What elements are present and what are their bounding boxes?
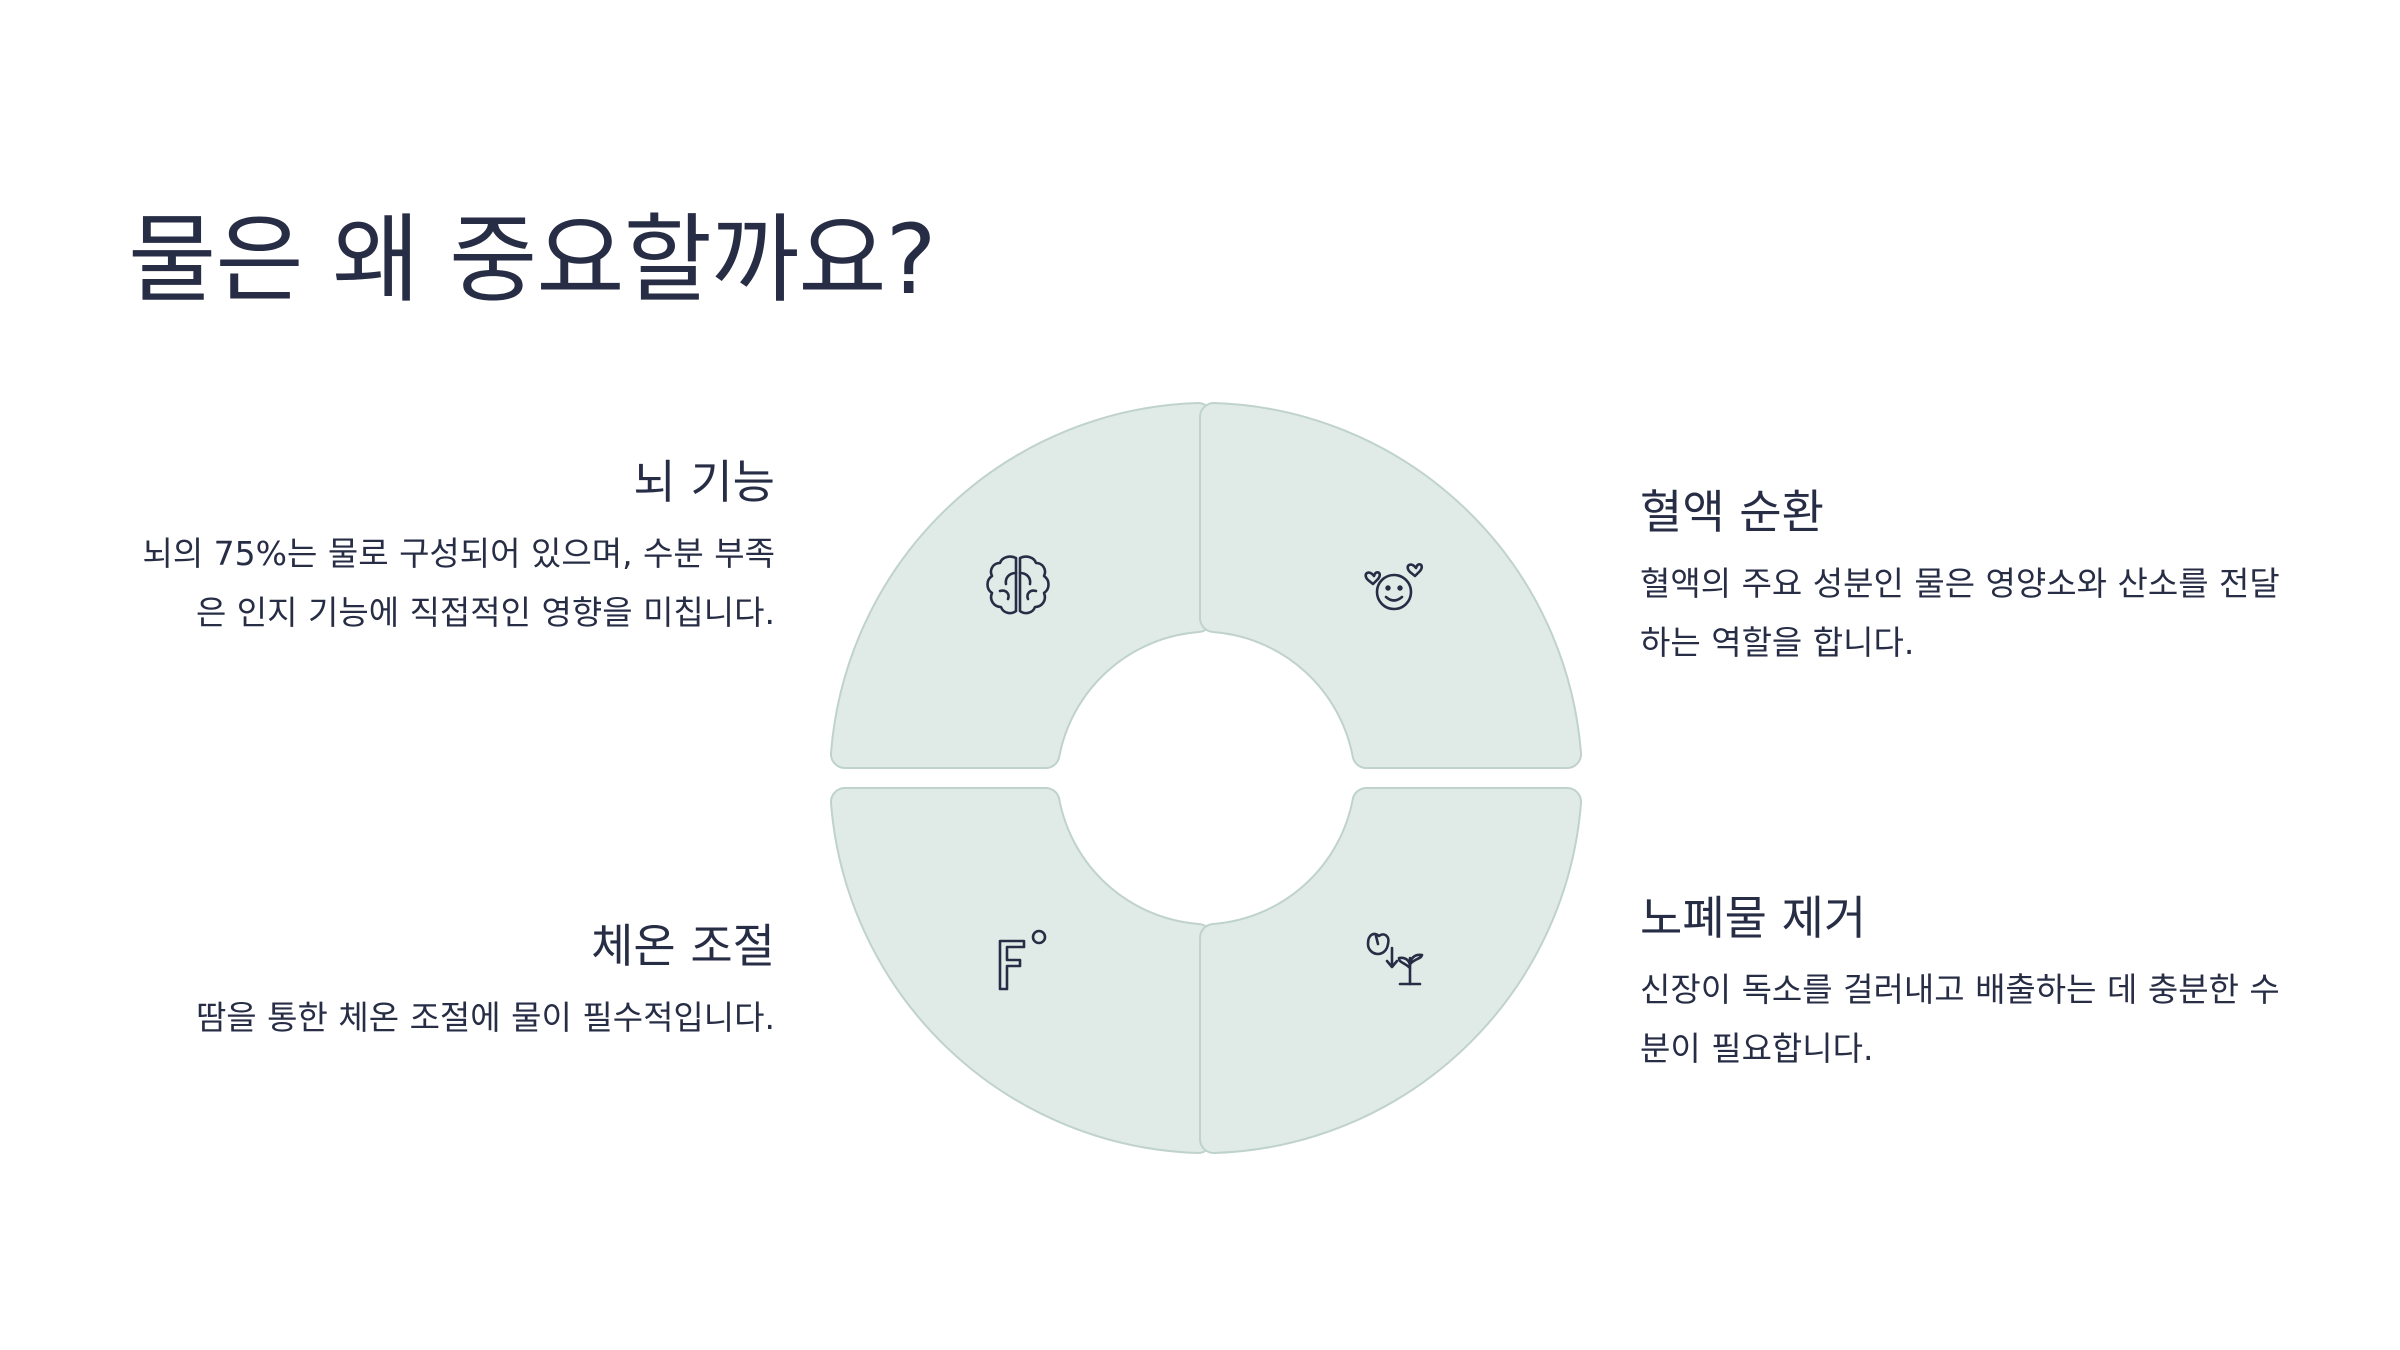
brain-function-description: 뇌의 75%는 물로 구성되어 있으며, 수분 부족은 인지 기능에 직접적인 … <box>142 534 775 632</box>
quadrant-bottom-left <box>829 786 1214 1155</box>
quadrant-top-right <box>1198 401 1583 770</box>
detox-sprout-icon <box>1366 932 1424 986</box>
blood-circulation-block: 혈액 순환 혈액의 주요 성분인 물은 영양소와 산소를 전달하는 역할을 합니… <box>1640 482 2290 672</box>
brain-function-heading: 뇌 기능 <box>633 455 775 509</box>
smiley-hearts-icon <box>1364 563 1424 611</box>
waste-removal-heading: 노폐물 제거 <box>1640 891 1867 945</box>
brain-function-block: 뇌 기능 뇌의 75%는 물로 구성되어 있으며, 수분 부족은 인지 기능에 … <box>125 452 775 642</box>
four-quadrant-ring-diagram <box>826 392 1586 1158</box>
temperature-regulation-description: 땀을 통한 체온 조절에 물이 필수적입니다. <box>195 998 775 1037</box>
quadrant-bottom-right <box>1198 786 1583 1155</box>
page-title: 물은 왜 중요할까요? <box>128 204 937 316</box>
brain-icon <box>986 555 1050 615</box>
waste-removal-block: 노폐물 제거 신장이 독소를 걸러내고 배출하는 데 충분한 수분이 필요합니다… <box>1640 888 2290 1078</box>
temperature-regulation-block: 체온 조절 땀을 통한 체온 조절에 물이 필수적입니다. <box>125 916 775 1047</box>
blood-circulation-heading: 혈액 순환 <box>1640 485 1824 539</box>
fahrenheit-icon <box>998 929 1047 991</box>
quadrant-top-left <box>829 401 1214 770</box>
temperature-regulation-heading: 체온 조절 <box>591 919 775 973</box>
waste-removal-description: 신장이 독소를 걸러내고 배출하는 데 충분한 수분이 필요합니다. <box>1640 970 2280 1068</box>
blood-circulation-description: 혈액의 주요 성분인 물은 영양소와 산소를 전달하는 역할을 합니다. <box>1640 564 2280 662</box>
